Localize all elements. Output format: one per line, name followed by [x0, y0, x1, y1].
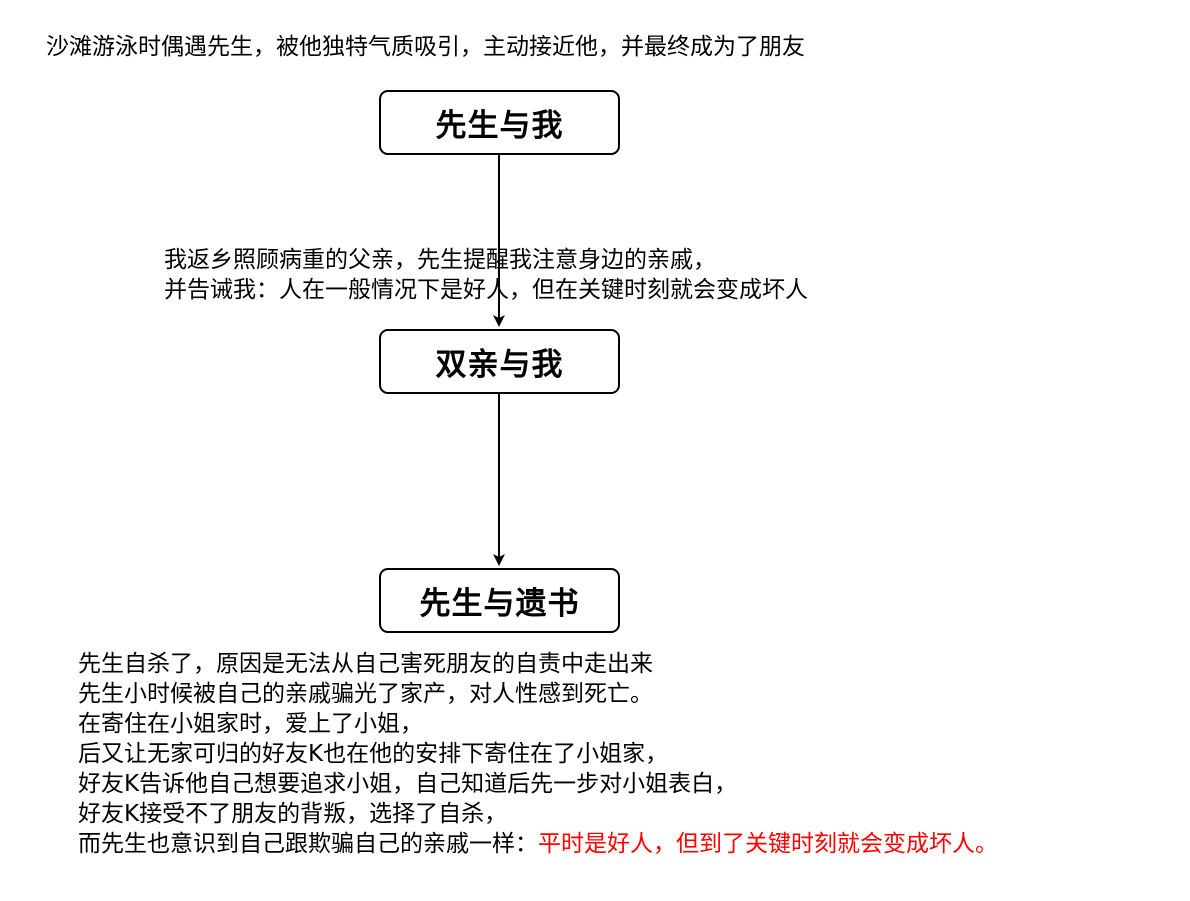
middle-note-line: 并告诫我：人在一般情况下是好人，但在关键时刻就会变成坏人 — [164, 277, 808, 303]
bottom-note-line: 好友K接受不了朋友的背叛，选择了自杀， — [78, 801, 508, 827]
bottom-note-line: 后又让无家可归的好友K也在他的安排下寄住在了小姐家， — [78, 741, 669, 767]
node-label: 先生与遗书 — [419, 586, 580, 622]
node-teacher-and-me[interactable]: 先生与我 — [379, 90, 620, 155]
middle-note-line: 我返乡照顾病重的父亲，先生提醒我注意身边的亲戚， — [164, 247, 716, 273]
bottom-note-last-line: 而先生也意识到自己跟欺骗自己的亲戚一样：平时是好人，但到了关键时刻就会变成坏人。 — [78, 829, 998, 859]
node-label: 先生与我 — [435, 108, 564, 144]
node-parents-and-me[interactable]: 双亲与我 — [379, 329, 620, 394]
node-label: 双亲与我 — [435, 347, 564, 383]
bottom-note-line: 先生小时候被自己的亲戚骗光了家产，对人性感到死亡。 — [78, 681, 653, 707]
node-teacher-and-testament[interactable]: 先生与遗书 — [379, 568, 620, 633]
bottom-note-line: 先生自杀了，原因是无法从自己害死朋友的自责中走出来 — [78, 651, 653, 677]
top-note: 沙滩游泳时偶遇先生，被他独特气质吸引，主动接近他，并最终成为了朋友 — [46, 34, 805, 60]
bottom-note: 先生自杀了，原因是无法从自己害死朋友的自责中走出来 先生小时候被自己的亲戚骗光了… — [78, 649, 998, 859]
bottom-note-line: 好友K告诉他自己想要追求小姐，自己知道后先一步对小姐表白， — [78, 771, 738, 797]
last-line-plain: 而先生也意识到自己跟欺骗自己的亲戚一样： — [78, 831, 538, 857]
last-line-highlight: 平时是好人，但到了关键时刻就会变成坏人。 — [538, 831, 998, 857]
middle-note: 我返乡照顾病重的父亲，先生提醒我注意身边的亲戚， 并告诫我：人在一般情况下是好人… — [164, 245, 808, 305]
bottom-note-line: 在寄住在小姐家时，爱上了小姐， — [78, 711, 423, 737]
